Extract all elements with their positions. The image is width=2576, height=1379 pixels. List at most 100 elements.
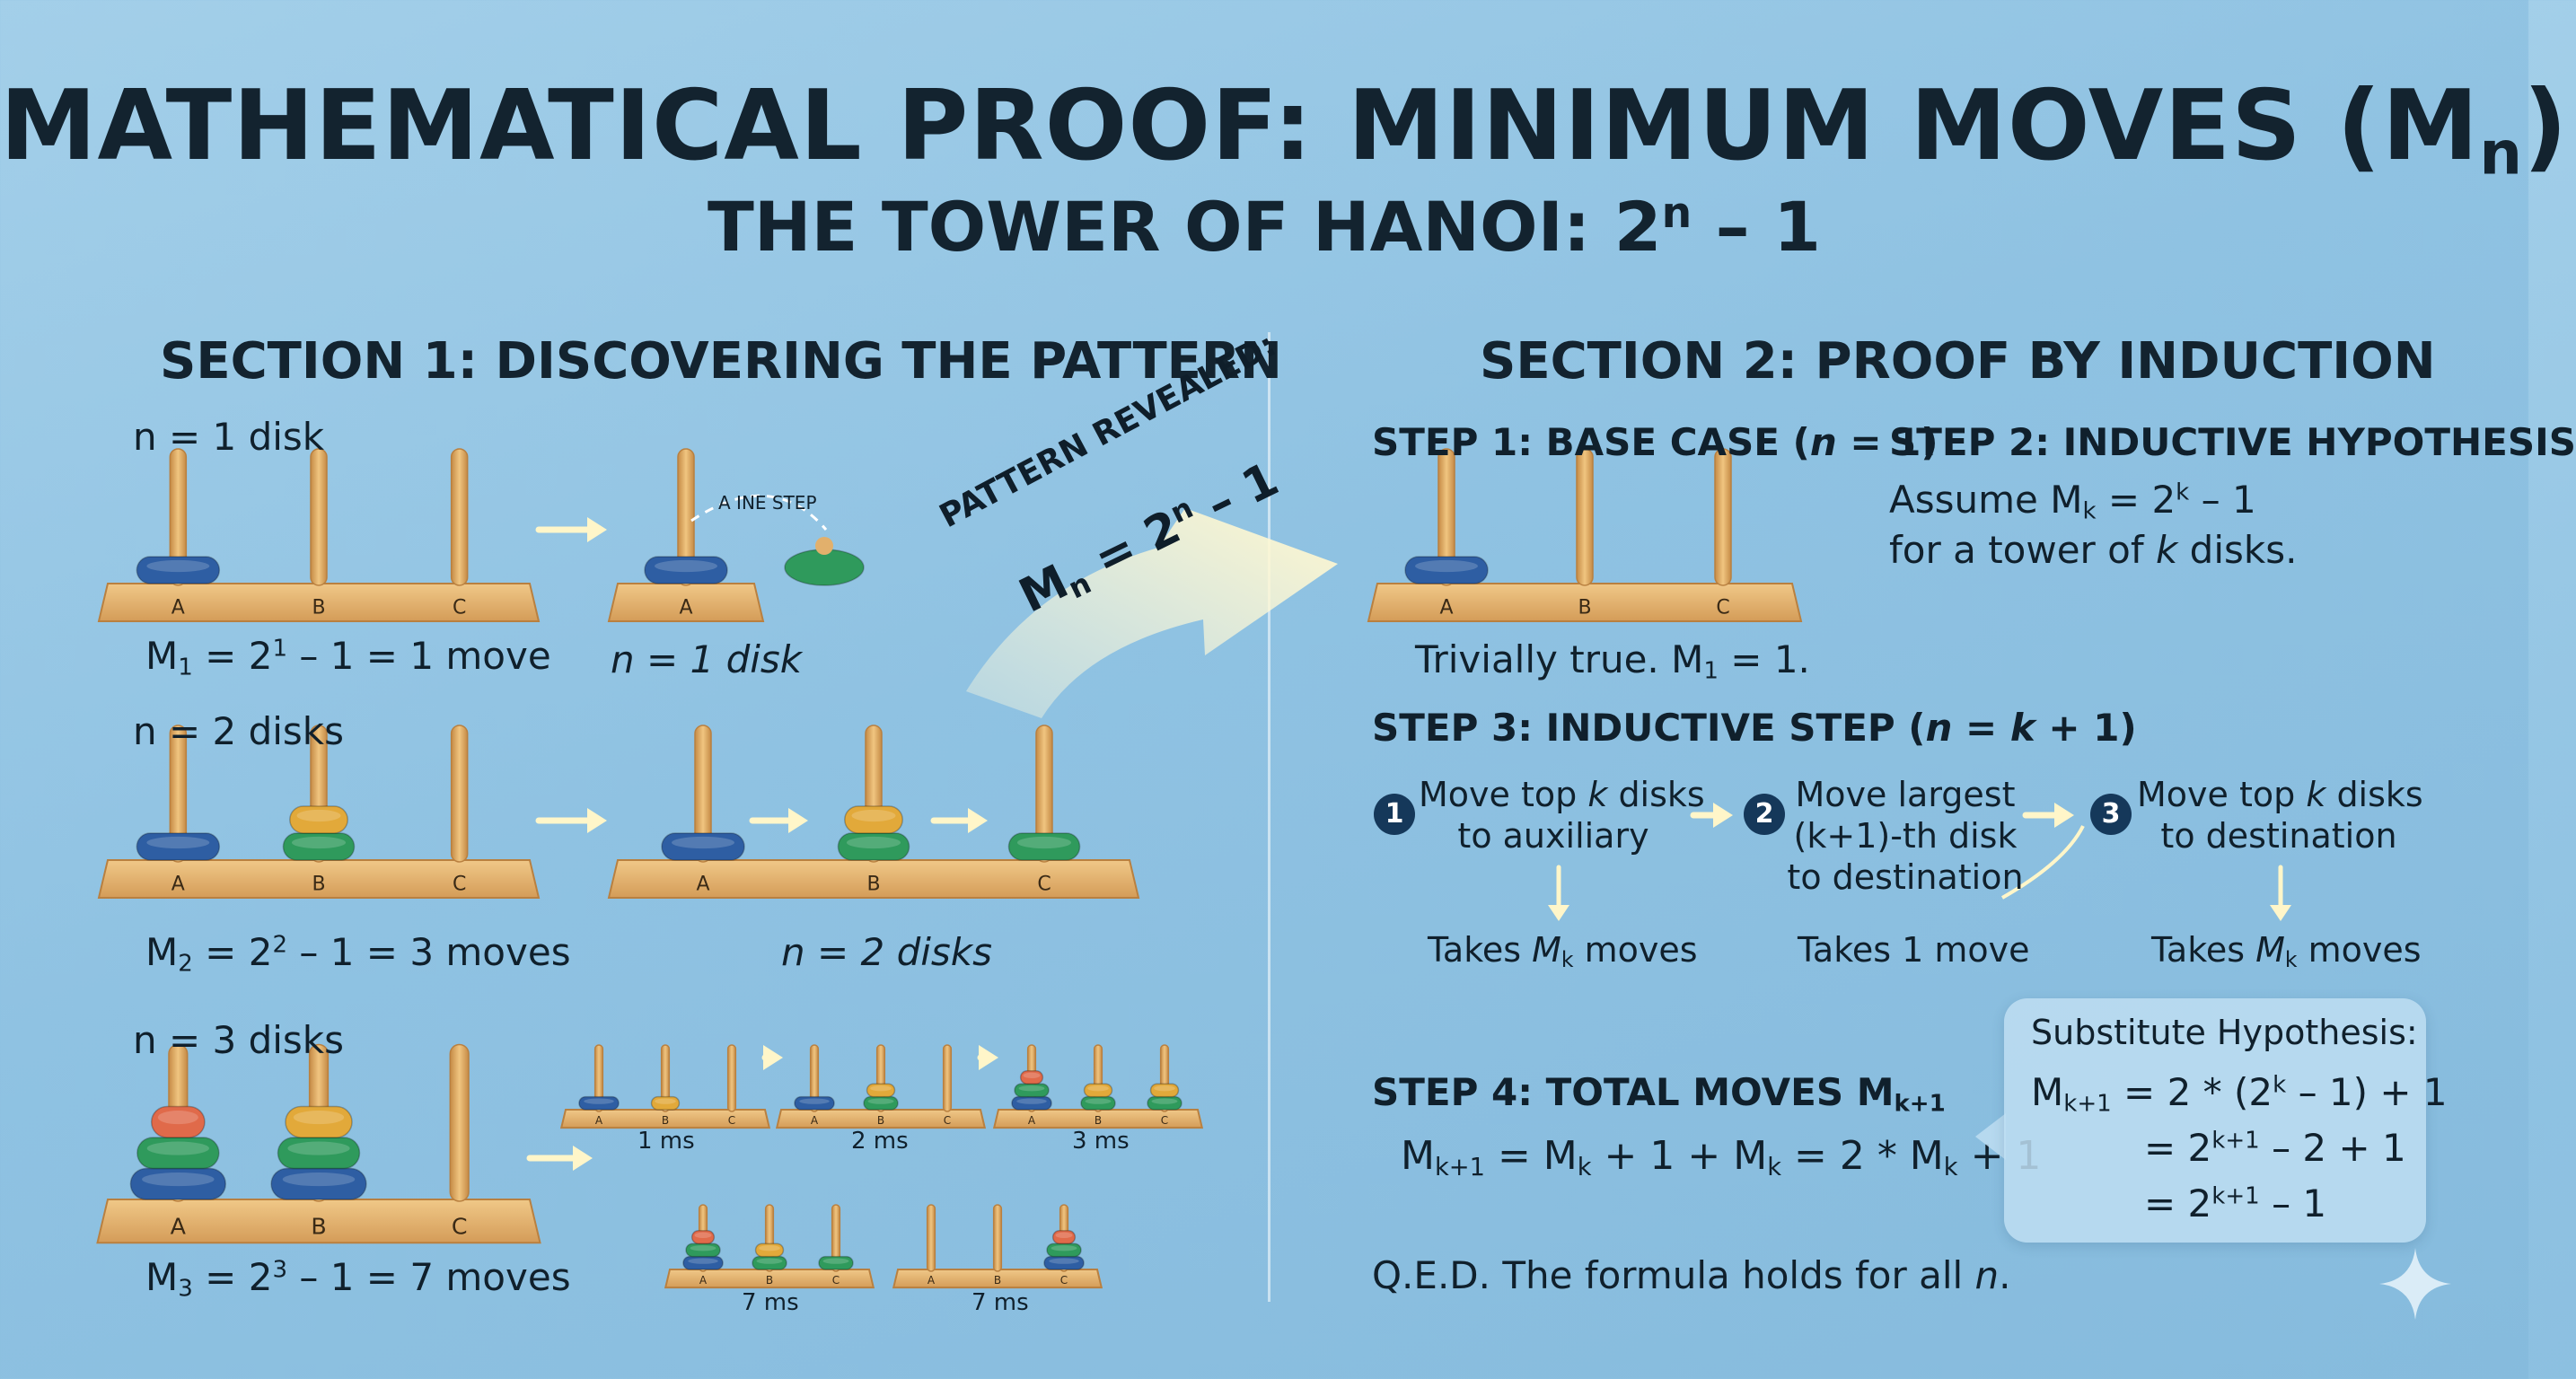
tower-peg: [726, 1044, 737, 1112]
peg-label: A: [1439, 597, 1453, 619]
tower-disk: [1019, 1070, 1044, 1085]
tower-peg: [660, 1044, 671, 1112]
tower-disk: [1051, 1230, 1077, 1244]
peg-label: C: [944, 1114, 951, 1127]
step3-item-1-text: Move top k disks to auxiliary: [1419, 775, 1705, 856]
tower-disk: [650, 1095, 681, 1111]
tower-peg: [1576, 448, 1594, 586]
tower-peg: [926, 1204, 936, 1272]
tower-peg: [593, 1044, 604, 1112]
tower-base: [607, 859, 1140, 899]
row1-label: n = 1 disk: [133, 415, 325, 459]
disk-highlight: [870, 1085, 892, 1092]
disk-highlight: [293, 1110, 345, 1125]
arrow-head: [788, 808, 808, 833]
disk-highlight: [799, 1098, 830, 1104]
tower-base: [96, 1199, 541, 1244]
step1-caption: Trivially true. M1 = 1.: [1415, 637, 1810, 685]
tower-disk: [1404, 556, 1489, 584]
tower-peg: [809, 1044, 820, 1112]
disk-highlight: [1049, 1258, 1079, 1264]
curve-arrow: [2001, 825, 2085, 900]
tower-disk: [136, 556, 221, 584]
peg-label: C: [1037, 874, 1051, 896]
disk-highlight: [146, 836, 210, 849]
peg-label: A: [171, 874, 185, 896]
disk-highlight: [1018, 1085, 1045, 1092]
tower-peg: [1437, 448, 1455, 586]
arrow-head: [763, 1045, 783, 1070]
row3-formula: M3 = 23 – 1 = 7 moves: [145, 1255, 571, 1303]
peg-label: C: [1716, 597, 1729, 619]
tower-disk: [844, 805, 903, 834]
disk-highlight: [157, 1110, 198, 1125]
peg-label: B: [1578, 597, 1591, 619]
step3-item-3-result: Takes Mk moves: [2151, 930, 2422, 972]
tower-disk: [150, 1105, 206, 1138]
arrow-group: [526, 494, 2291, 1171]
disk-highlight: [690, 1245, 717, 1252]
peg-label: B: [312, 874, 325, 896]
disk-highlight: [142, 1172, 215, 1187]
disk-highlight: [846, 836, 901, 849]
step3-item-2-text: Move largest (k+1)-th disk to destinatio…: [1787, 775, 2024, 897]
disk-highlight: [822, 1258, 849, 1264]
peg-label: B: [311, 1214, 326, 1240]
tower-base: [97, 859, 541, 899]
sparkle-icon: [2379, 1248, 2451, 1320]
step3-item-2-number: 2: [1744, 794, 1785, 835]
disk-highlight: [296, 809, 341, 822]
tower-base: [1367, 583, 1803, 622]
step2-line1: Assume Mk = 2k – 1: [1889, 478, 2256, 525]
peg-label: C: [728, 1114, 735, 1127]
disk-highlight: [688, 1258, 718, 1264]
step3-item-3-number: 3: [2090, 794, 2132, 835]
tower-peg: [450, 448, 469, 586]
disk-highlight: [146, 1141, 209, 1155]
substitute-title: Substitute Hypothesis:: [2031, 1013, 2418, 1052]
tower-disk: [754, 1243, 785, 1258]
tower-base: [775, 1109, 987, 1129]
step2-heading: STEP 2: INDUCTIVE HYPOTHESIS: [1889, 420, 2576, 464]
arrow-head: [587, 517, 607, 542]
arrow-head: [979, 1045, 998, 1070]
qed-statement: Q.E.D. The formula holds for all n.: [1372, 1253, 2011, 1297]
disk-highlight: [1085, 1098, 1112, 1104]
tower-disk: [1149, 1083, 1180, 1098]
tower-disk: [644, 556, 728, 584]
tower-peg: [169, 725, 188, 863]
arrow-head: [1713, 803, 1733, 828]
tower-peg: [169, 448, 188, 586]
step3-item-1-result: Takes Mk moves: [1428, 930, 1698, 972]
disk-highlight: [759, 1245, 780, 1252]
peg-label: C: [832, 1274, 840, 1287]
tower-disk: [1083, 1083, 1113, 1098]
frame-caption-5: 7 ms: [971, 1289, 1029, 1316]
step3-item-3-text: Move top k disks to destination: [2137, 775, 2423, 856]
frame-caption-4: 7 ms: [742, 1289, 799, 1316]
step3-item-2-result: Takes 1 move: [1798, 930, 2030, 970]
tower-disk: [289, 805, 348, 834]
disk-highlight: [1016, 1098, 1047, 1104]
tower-base: [559, 1109, 771, 1129]
tower-row1-result: A: [607, 448, 765, 622]
tower-base: [992, 1109, 1204, 1129]
substitute-callout-tail: [1975, 1113, 2006, 1160]
tower-peg: [677, 448, 695, 586]
row3-label: n = 3 disks: [133, 1018, 344, 1062]
disk-highlight: [655, 559, 717, 573]
disk-highlight: [1016, 836, 1072, 849]
tower-peg: [310, 448, 328, 586]
peg-label: A: [928, 1274, 936, 1287]
disk-highlight: [1055, 1232, 1073, 1239]
arrow-head: [968, 808, 988, 833]
tower-peg: [449, 1043, 470, 1202]
peg-label: A: [699, 1274, 708, 1287]
row1-result-label: n = 1 disk: [611, 637, 803, 681]
